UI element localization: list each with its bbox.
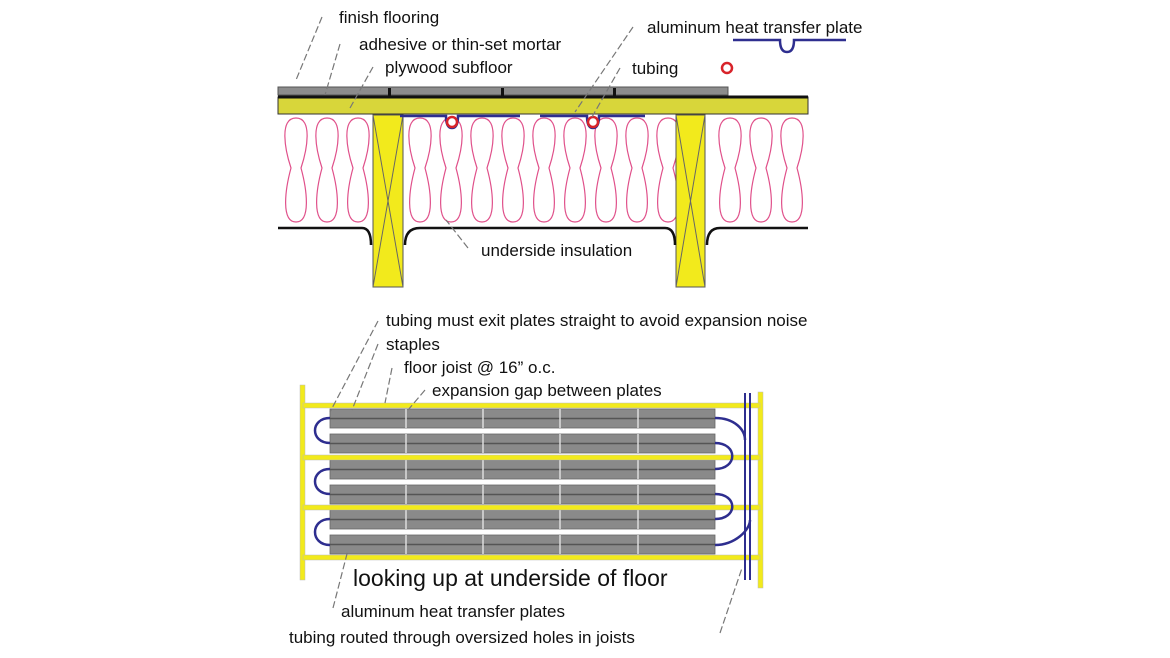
label-tubing-exit: tubing must exit plates straight to avoi… (386, 311, 807, 330)
insulation-batt (563, 117, 587, 223)
joist-right (675, 114, 706, 288)
floor-joists (302, 402, 761, 561)
insulation-batt (532, 117, 556, 223)
tubing-legend-icon (720, 61, 734, 75)
label-plywood: plywood subfloor (385, 58, 513, 77)
insulation-batt (501, 117, 525, 223)
insulation-facing (278, 226, 808, 246)
tubing-1 (445, 115, 459, 129)
label-staples: staples (386, 335, 440, 354)
insulation-batt (315, 117, 339, 223)
label-adhesive: adhesive or thin-set mortar (359, 35, 562, 54)
insulation-batt (780, 117, 804, 223)
plywood-subfloor (277, 96, 809, 115)
insulation-batts (284, 117, 804, 223)
tubing-loop-left (313, 467, 331, 496)
insulation-batt (284, 117, 308, 223)
floor-joist (302, 454, 761, 461)
label-routed: tubing routed through oversized holes in… (289, 628, 635, 647)
tubing-loop-right (714, 441, 734, 471)
insulation-batt (749, 117, 773, 223)
label-plate: aluminum heat transfer plate (647, 18, 862, 37)
insulation-batt (594, 117, 618, 223)
rim-right (757, 391, 764, 589)
tubing-exit (714, 416, 747, 441)
tubing-loop-left (313, 416, 331, 445)
plate-rows (329, 408, 716, 555)
label-gap: expansion gap between plates (432, 381, 662, 400)
rim-left (299, 384, 306, 581)
label-insulation: underside insulation (481, 241, 632, 260)
insulation-batt (439, 117, 463, 223)
cross-section: finish flooring adhesive or thin-set mor… (277, 8, 862, 288)
floor-joist (302, 504, 761, 511)
floor-joist (302, 554, 761, 561)
joist-left (372, 114, 404, 288)
label-joist: floor joist @ 16” o.c. (404, 358, 555, 377)
tubing-2 (586, 115, 600, 129)
floor-joist (302, 402, 761, 409)
insulation-batt (625, 117, 649, 223)
tubing-loop-right (714, 492, 734, 521)
label-finish-flooring: finish flooring (339, 8, 439, 27)
insulation-batt (408, 117, 432, 223)
tubing-loops (313, 416, 752, 547)
tubing-supply-return (744, 393, 751, 580)
tubing-loop-left (313, 517, 331, 547)
insulation-batt (346, 117, 370, 223)
plate-legend-icon (733, 38, 846, 54)
insulation-batt (718, 117, 742, 223)
caption: looking up at underside of floor (353, 565, 668, 591)
label-plates: aluminum heat transfer plates (341, 602, 565, 621)
insulation-batt (470, 117, 494, 223)
plan-view: tubing must exit plates straight to avoi… (289, 311, 807, 647)
mortar-joints (388, 88, 616, 96)
label-tubing: tubing (632, 59, 678, 78)
